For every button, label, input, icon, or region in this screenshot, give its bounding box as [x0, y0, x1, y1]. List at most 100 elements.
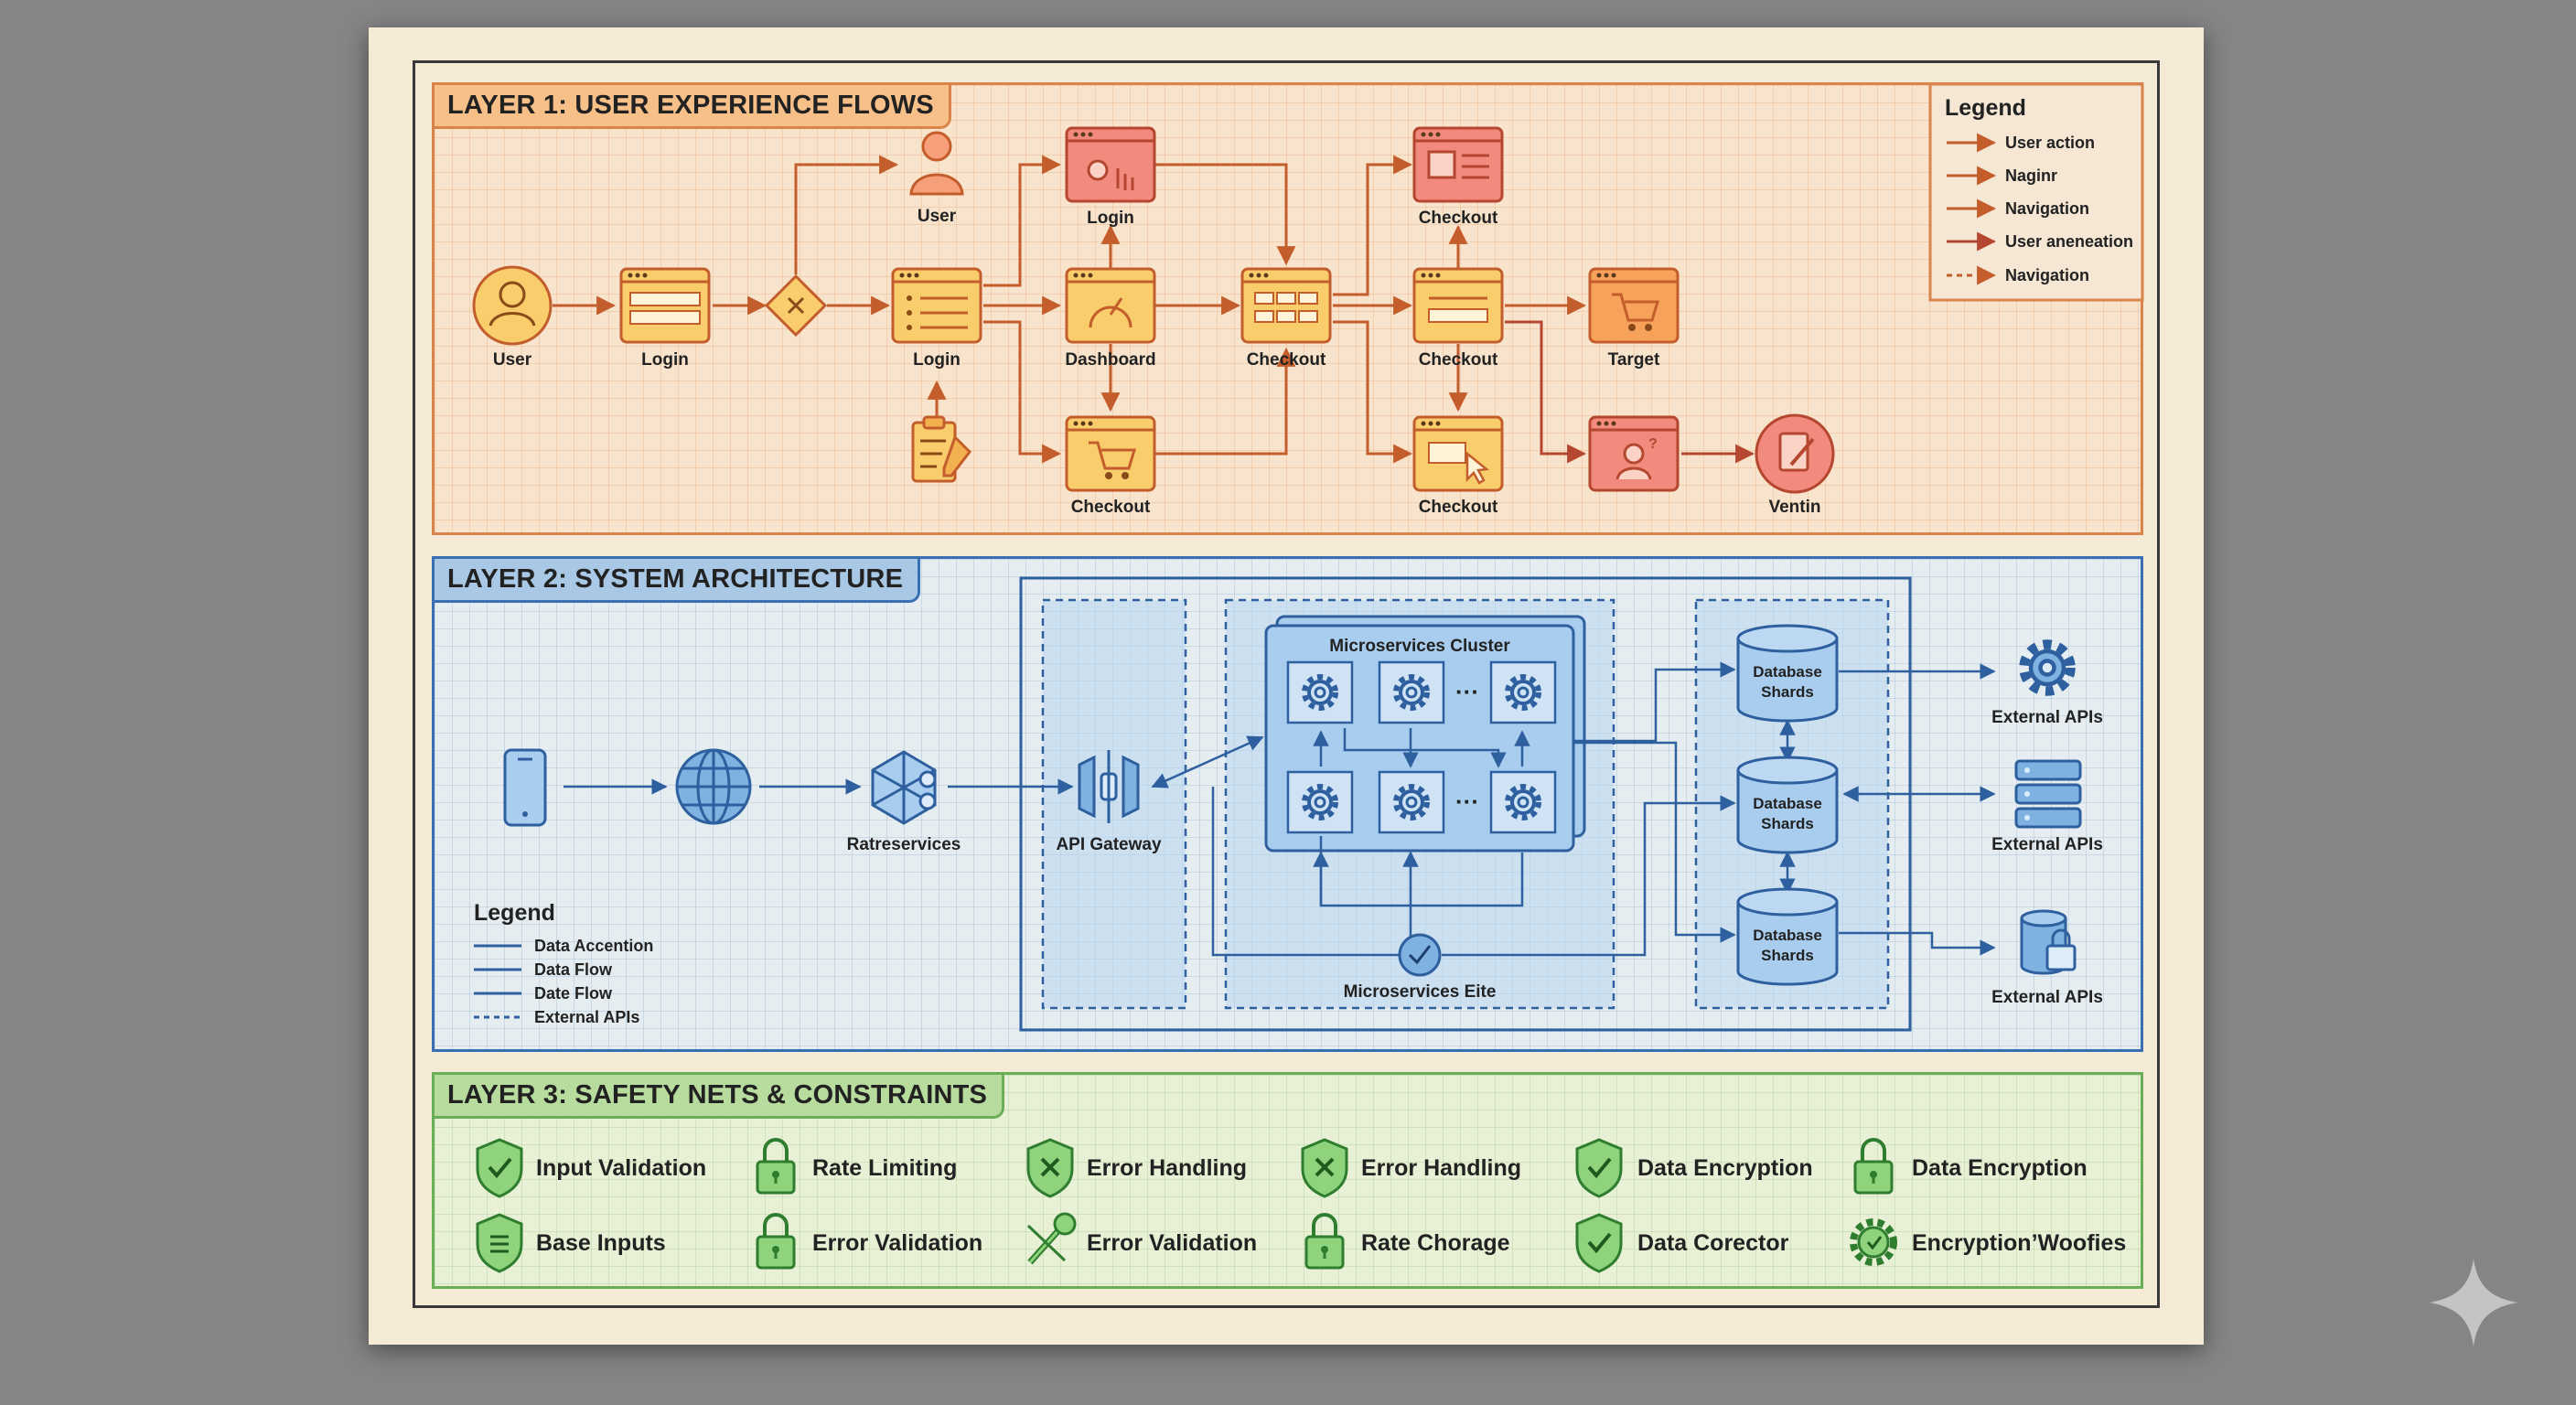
wrench-icon: [1026, 1212, 1077, 1265]
safety-item: Data Corector: [1575, 1213, 1789, 1273]
node-checkout-top: Checkout: [1412, 126, 1504, 228]
node-api-gateway: API Gateway: [1056, 750, 1162, 854]
padlock-icon: [756, 1213, 796, 1270]
safety-item: Base Inputs: [476, 1213, 666, 1273]
safety-item: Rate Chorage: [1304, 1213, 1510, 1270]
network-hub-icon: [871, 750, 937, 825]
safety-label: Error Handling: [1087, 1155, 1247, 1181]
db1-line2: Shards: [1761, 683, 1814, 701]
label-user-top: User: [918, 207, 957, 226]
safety-label: Base Inputs: [536, 1230, 666, 1256]
node-login-top: Login: [1065, 126, 1156, 228]
padlock-icon: [1304, 1213, 1345, 1270]
layer2-legend: Legend Data Accention Data Flow Date Flo…: [474, 900, 653, 1026]
person-icon: [472, 265, 553, 346]
shield-check-icon: [476, 1138, 523, 1198]
layer1-legend-item: User aneneation: [2005, 232, 2133, 251]
layer1-connectors: [553, 155, 1755, 464]
padlock-icon: [756, 1138, 796, 1195]
db2-line1: Database: [1753, 795, 1822, 812]
node-rate-services: Ratreservices: [847, 750, 961, 854]
label-checkout-main: Checkout: [1247, 350, 1326, 370]
layer1-legend-item: User action: [2005, 134, 2095, 152]
layer2-connectors: [564, 661, 1996, 957]
label-checkout-top: Checkout: [1419, 209, 1498, 228]
cart-window-icon: [1588, 267, 1680, 344]
sparkle-icon: [2430, 1259, 2517, 1346]
touch-window-icon: [1065, 126, 1156, 203]
shield-check-icon: [1575, 1138, 1623, 1198]
safety-label: Error Validation: [812, 1230, 982, 1256]
node-dashboard: Dashboard: [1065, 267, 1156, 370]
node-user-top: User: [909, 131, 964, 226]
label-rate-services: Ratreservices: [847, 835, 961, 854]
layer1-title: LAYER 1: USER EXPERIENCE FLOWS: [435, 85, 951, 129]
layer2-legend-title: Legend: [474, 900, 555, 926]
gear-icon: [2019, 639, 2076, 696]
database-shard-1: Database Shards: [1736, 624, 1839, 723]
safety-label: Rate Limiting: [812, 1155, 957, 1181]
safety-label: Data Encryption: [1912, 1155, 2088, 1181]
layer1-legend-title: Legend: [1945, 95, 2026, 121]
label-user-start: User: [493, 350, 532, 370]
external-api-2: External APIs: [1991, 759, 2103, 854]
label-login-mid: Login: [913, 350, 961, 370]
layer1-legend-item: Navigation: [2005, 266, 2089, 284]
safety-item: Error Validation: [756, 1213, 982, 1270]
padlock-icon: [1853, 1138, 1894, 1195]
shield-check-icon: [1575, 1213, 1623, 1273]
safety-item: Encryption’Woofies: [1850, 1218, 2126, 1266]
text-window-icon: [1412, 267, 1504, 344]
layer1-legend: Legend User action Naginr Navigation Use…: [1928, 82, 2144, 302]
list-window-icon: [891, 267, 982, 344]
safety-item: Rate Limiting: [756, 1138, 957, 1195]
node-checkout-bottom: Checkout: [1412, 415, 1504, 517]
layer-user-experience: LAYER 1: USER EXPERIENCE FLOWS: [432, 82, 2143, 535]
node-login-form: Login: [619, 267, 711, 370]
clipboard-pencil-icon: [911, 415, 971, 483]
node-user-start: User: [472, 265, 553, 370]
node-checkout-low: Checkout: [1065, 415, 1156, 517]
layer2-legend-item: Data Accention: [534, 937, 653, 955]
node-microservices-site: Microservices Eite: [1344, 933, 1497, 1002]
gateway-icon: [1078, 750, 1140, 823]
database-shard-2: Database Shards: [1736, 756, 1839, 854]
db2-line2: Shards: [1761, 815, 1814, 832]
safety-item: Input Validation: [476, 1138, 706, 1198]
safety-item: Error Validation: [1026, 1212, 1257, 1265]
safety-label: Data Encryption: [1637, 1155, 1813, 1181]
label-cluster: Microservices Cluster: [1329, 637, 1510, 656]
node-end: Ventin: [1755, 413, 1835, 517]
service-box: [1286, 660, 1354, 724]
db1-line1: Database: [1753, 663, 1822, 681]
smartphone-icon: [503, 748, 547, 827]
document-edit-icon: [1755, 413, 1835, 494]
gear-check-icon: [1850, 1218, 1897, 1266]
safety-label: Rate Chorage: [1361, 1230, 1510, 1256]
cart-window-icon: [1065, 415, 1156, 492]
ellipsis-top: ···: [1455, 678, 1479, 705]
secure-database-icon: [2020, 909, 2077, 975]
database-shard-3: Database Shards: [1736, 887, 1839, 986]
safety-label: Error Validation: [1087, 1230, 1257, 1256]
label-login-top: Login: [1087, 209, 1134, 228]
db3-line1: Database: [1753, 927, 1822, 944]
error-window-icon: ?: [1588, 415, 1680, 492]
layer2-legend-item: Data Flow: [534, 960, 613, 979]
service-box: [1489, 770, 1557, 834]
safety-item: Data Encryption: [1575, 1138, 1813, 1198]
node-checkout-main: Checkout: [1240, 267, 1332, 370]
label-target: Target: [1608, 350, 1660, 370]
safety-label: Encryption’Woofies: [1912, 1230, 2126, 1256]
label-end: Ventin: [1768, 498, 1820, 517]
safety-label: Data Corector: [1637, 1230, 1789, 1256]
check-circle-icon: [1398, 933, 1442, 977]
safety-label: Error Handling: [1361, 1155, 1521, 1181]
server-icon: [2014, 759, 2082, 829]
label-dashboard: Dashboard: [1065, 350, 1155, 370]
label-microsite: Microservices Eite: [1344, 982, 1497, 1002]
label-ext3: External APIs: [1991, 988, 2103, 1007]
shield-x-icon: [1301, 1138, 1348, 1198]
safety-item: Error Handling: [1026, 1138, 1247, 1198]
